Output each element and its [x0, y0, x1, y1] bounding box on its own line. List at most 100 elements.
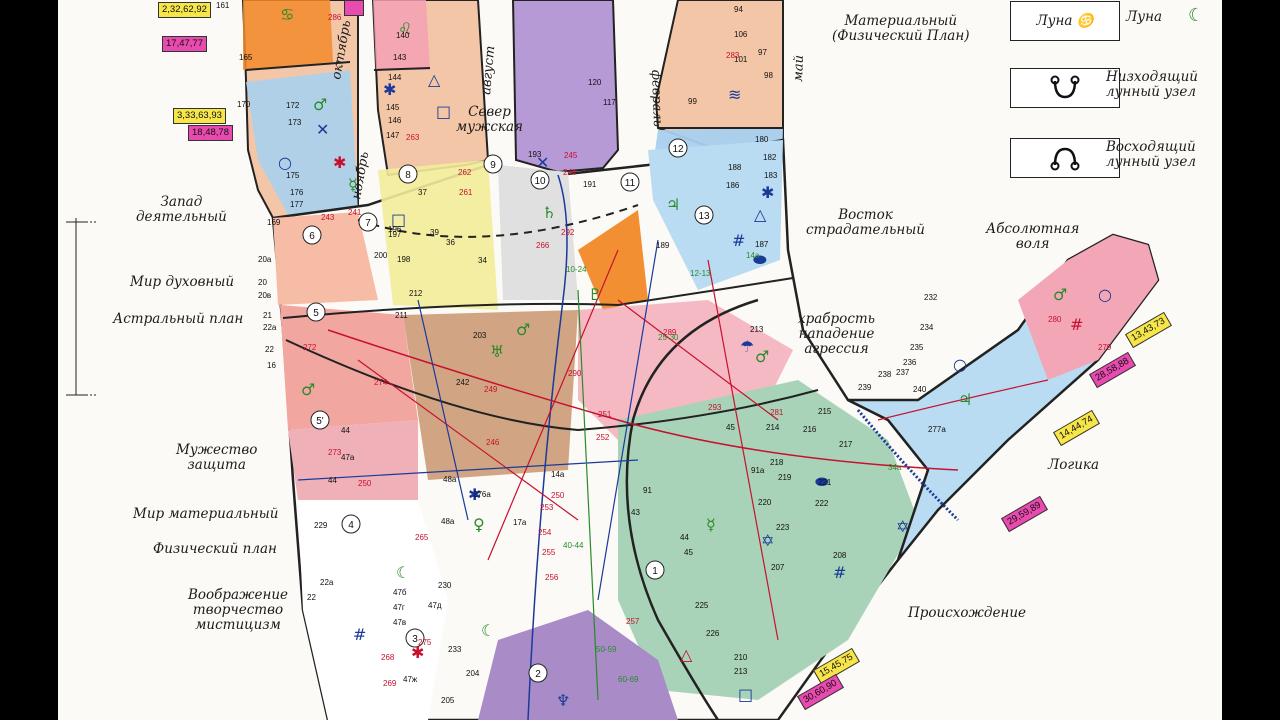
- svg-text:239: 239: [858, 383, 872, 392]
- thumb-line: [877, 379, 1049, 421]
- zone-8: [378, 160, 498, 310]
- svg-text:36: 36: [446, 238, 455, 247]
- moon-icon: ☾: [1188, 5, 1205, 26]
- svg-text:237: 237: [896, 368, 910, 377]
- svg-text:16: 16: [267, 361, 276, 370]
- svg-text:117: 117: [603, 98, 616, 107]
- palmistry-chart: 1 2 3 4 5 5' 6 7 8 9 10 11 12 13 октябрь…: [58, 0, 1222, 720]
- svg-text:205: 205: [441, 696, 455, 705]
- life-line: [625, 298, 759, 720]
- svg-text:47д: 47д: [428, 601, 442, 610]
- svg-text:225: 225: [695, 601, 709, 610]
- svg-text:221: 221: [818, 478, 832, 487]
- svg-text:189: 189: [656, 241, 670, 250]
- green-line: [577, 289, 599, 701]
- little-finger-blue: [246, 70, 358, 215]
- svg-text:44: 44: [680, 533, 689, 542]
- svg-text:279: 279: [1098, 343, 1112, 352]
- svg-text:235: 235: [910, 343, 924, 352]
- svg-text:222: 222: [815, 499, 829, 508]
- hand-diagram: 1 2 3 4 5 5' 6 7 8 9 10 11 12 13 октябрь…: [66, 0, 1160, 720]
- tag-stub-top: [344, 0, 364, 16]
- legend-box-descending: [1010, 68, 1120, 108]
- svg-text:212: 212: [409, 289, 423, 298]
- svg-text:94: 94: [734, 5, 743, 14]
- zone-12-13: [648, 140, 783, 290]
- svg-text:3: 3: [412, 634, 418, 645]
- svg-text:293: 293: [708, 403, 722, 412]
- svg-text:261: 261: [459, 188, 473, 197]
- green-numbers: 10-24 12-13 40-44 14a 50-59 60-69 25-30 …: [563, 251, 902, 684]
- asterisk-icon: ✱: [468, 485, 481, 504]
- svg-text:175: 175: [286, 171, 300, 180]
- svg-text:216: 216: [803, 425, 817, 434]
- svg-text:220: 220: [758, 498, 772, 507]
- svg-text:253: 253: [540, 503, 554, 512]
- svg-text:229: 229: [314, 521, 328, 530]
- svg-text:280: 280: [1048, 315, 1062, 324]
- svg-text:196: 196: [388, 225, 402, 234]
- svg-text:268: 268: [381, 653, 395, 662]
- svg-text:91: 91: [643, 486, 652, 495]
- svg-text:21: 21: [263, 311, 272, 320]
- svg-text:177: 177: [290, 200, 304, 209]
- svg-text:172: 172: [286, 101, 300, 110]
- svg-text:47ж: 47ж: [403, 675, 418, 684]
- svg-text:44: 44: [341, 426, 350, 435]
- svg-text:252: 252: [596, 433, 610, 442]
- svg-text:257: 257: [626, 617, 640, 626]
- ellipse-icon: ⬬: [815, 472, 829, 491]
- tag-2-32-62-92: 2,32,62,92: [158, 2, 211, 18]
- mercury-icon: ☿: [706, 515, 716, 534]
- svg-text:5: 5: [313, 308, 319, 319]
- svg-text:8: 8: [405, 170, 411, 181]
- label-imagination: Воображение творчество мистицизм: [188, 587, 289, 633]
- label-east: Восток страдательный: [806, 207, 925, 238]
- svg-text:242: 242: [456, 378, 470, 387]
- leo-icon: ♌: [398, 19, 412, 38]
- square-icon: □: [391, 210, 406, 229]
- svg-text:217: 217: [839, 440, 853, 449]
- zone-markers: 1 2 3 4 5 5' 6 7 8 9 10 11 12 13: [302, 138, 714, 683]
- zone-10: [498, 165, 578, 300]
- tag-17-47-77: 17,47,77: [162, 36, 207, 52]
- mars-icon: ♂: [1053, 285, 1067, 304]
- svg-text:182: 182: [763, 153, 777, 162]
- svg-text:263: 263: [406, 133, 420, 142]
- svg-text:5': 5': [316, 416, 324, 427]
- svg-text:243: 243: [321, 213, 335, 222]
- zone-1: [618, 380, 918, 700]
- svg-text:183: 183: [764, 171, 778, 180]
- svg-text:250: 250: [358, 479, 372, 488]
- svg-text:193: 193: [528, 150, 542, 159]
- zone-12-marker: 12: [668, 138, 688, 158]
- svg-text:249: 249: [484, 385, 498, 394]
- zone-7-marker: 7: [358, 212, 378, 232]
- finger-joints: [245, 61, 783, 129]
- zone-brown: [403, 310, 578, 480]
- square-icon: □: [738, 685, 753, 704]
- svg-text:277a: 277a: [928, 425, 946, 434]
- zone-6-marker: 6: [302, 225, 322, 245]
- svg-text:254: 254: [538, 528, 552, 537]
- star-of-david-icon: ✡: [761, 531, 774, 550]
- svg-text:11: 11: [625, 178, 636, 189]
- svg-text:255: 255: [542, 548, 556, 557]
- cross-icon: ✕: [316, 120, 329, 139]
- label-logic: Логика: [1048, 457, 1100, 473]
- svg-text:236: 236: [903, 358, 917, 367]
- svg-text:99: 99: [688, 97, 697, 106]
- label-spiritual-world: Мир духовный: [130, 274, 235, 290]
- legend-ascending-text: Восходящий лунный узел: [1106, 139, 1196, 170]
- svg-text:272: 272: [303, 343, 317, 352]
- zone-8-marker: 8: [398, 164, 418, 184]
- zone-9-marker: 9: [483, 154, 503, 174]
- svg-text:45: 45: [726, 423, 735, 432]
- svg-text:233: 233: [448, 645, 462, 654]
- svg-text:147: 147: [386, 131, 400, 140]
- svg-text:9: 9: [490, 160, 496, 171]
- tag-18-48-78: 18,48,78: [188, 125, 233, 141]
- saturn-icon: ♄: [542, 203, 556, 222]
- zone-11-marker: 11: [620, 172, 640, 192]
- svg-text:47в: 47в: [393, 618, 406, 627]
